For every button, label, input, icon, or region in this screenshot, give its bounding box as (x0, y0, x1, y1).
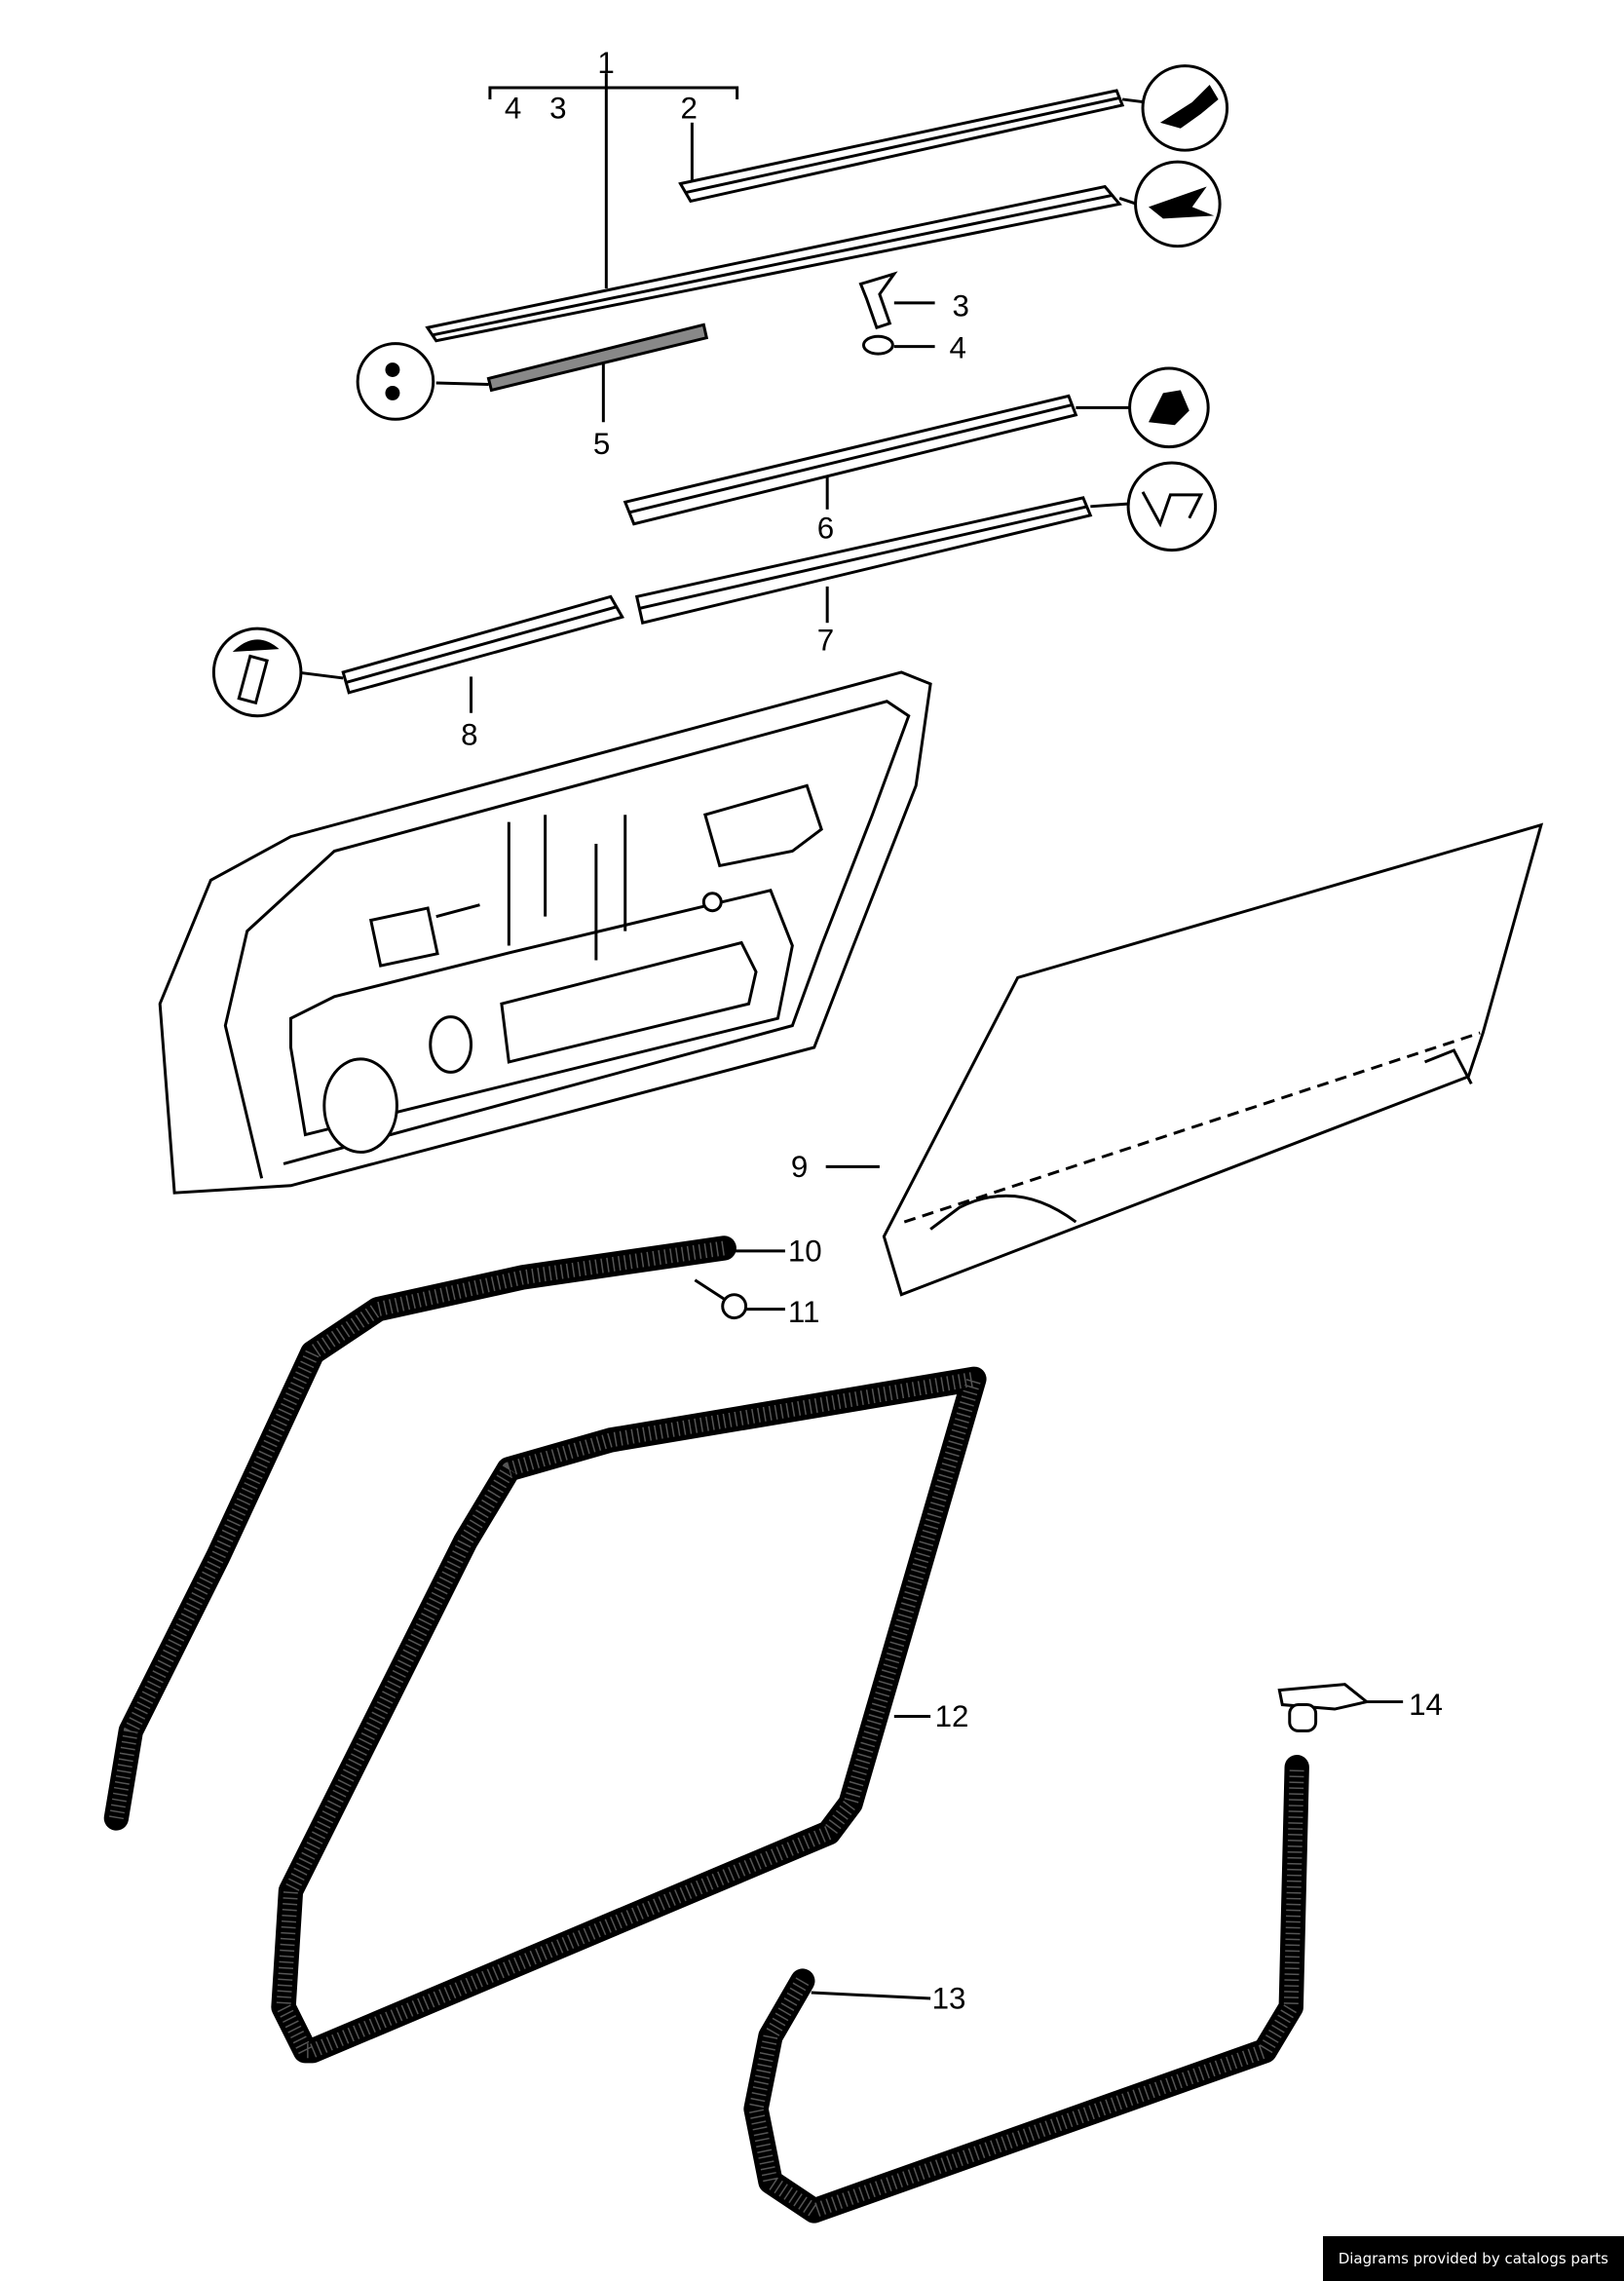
part-3-clip (858, 271, 935, 330)
part-10-seal (103, 1236, 785, 1831)
callout-3: 3 (953, 288, 969, 323)
group-bracket-1 (488, 73, 739, 288)
part-4-grommet (861, 334, 935, 356)
part-6-strip (623, 366, 1210, 526)
credit-banner: Diagrams provided by catalogs parts (1322, 2236, 1624, 2281)
door-shell (158, 670, 932, 1195)
callout-2: 2 (680, 91, 697, 125)
callout-14: 14 (1409, 1688, 1443, 1722)
part-7-strip (634, 461, 1218, 626)
part-8-strip (211, 594, 624, 718)
callout-6: 6 (817, 512, 834, 546)
part-11-screw (694, 1278, 785, 1320)
part-14-clip (1277, 1683, 1404, 1732)
callout-4-group: 4 (505, 91, 521, 125)
callout-8: 8 (461, 718, 477, 752)
part-12-door-seal (271, 1366, 987, 2064)
callout-9: 9 (791, 1150, 808, 1184)
callout-7: 7 (817, 624, 834, 658)
callout-13: 13 (932, 1981, 966, 2015)
callout-11: 11 (788, 1295, 820, 1329)
callout-3-group: 3 (549, 91, 566, 125)
callout-10: 10 (788, 1234, 822, 1268)
part-5-strip (356, 323, 709, 423)
part-13-seal (743, 1755, 1309, 2224)
part-9-door-glass (825, 822, 1544, 1297)
callout-5: 5 (593, 427, 610, 461)
callout-1: 1 (597, 46, 614, 80)
callout-4: 4 (950, 331, 966, 365)
callout-labels: 1 4 3 2 3 4 5 6 7 8 9 10 11 12 13 14 (461, 46, 1443, 2015)
part-2-strip (678, 64, 1229, 204)
part-1-strip (425, 160, 1222, 343)
callout-12: 12 (935, 1699, 969, 1733)
